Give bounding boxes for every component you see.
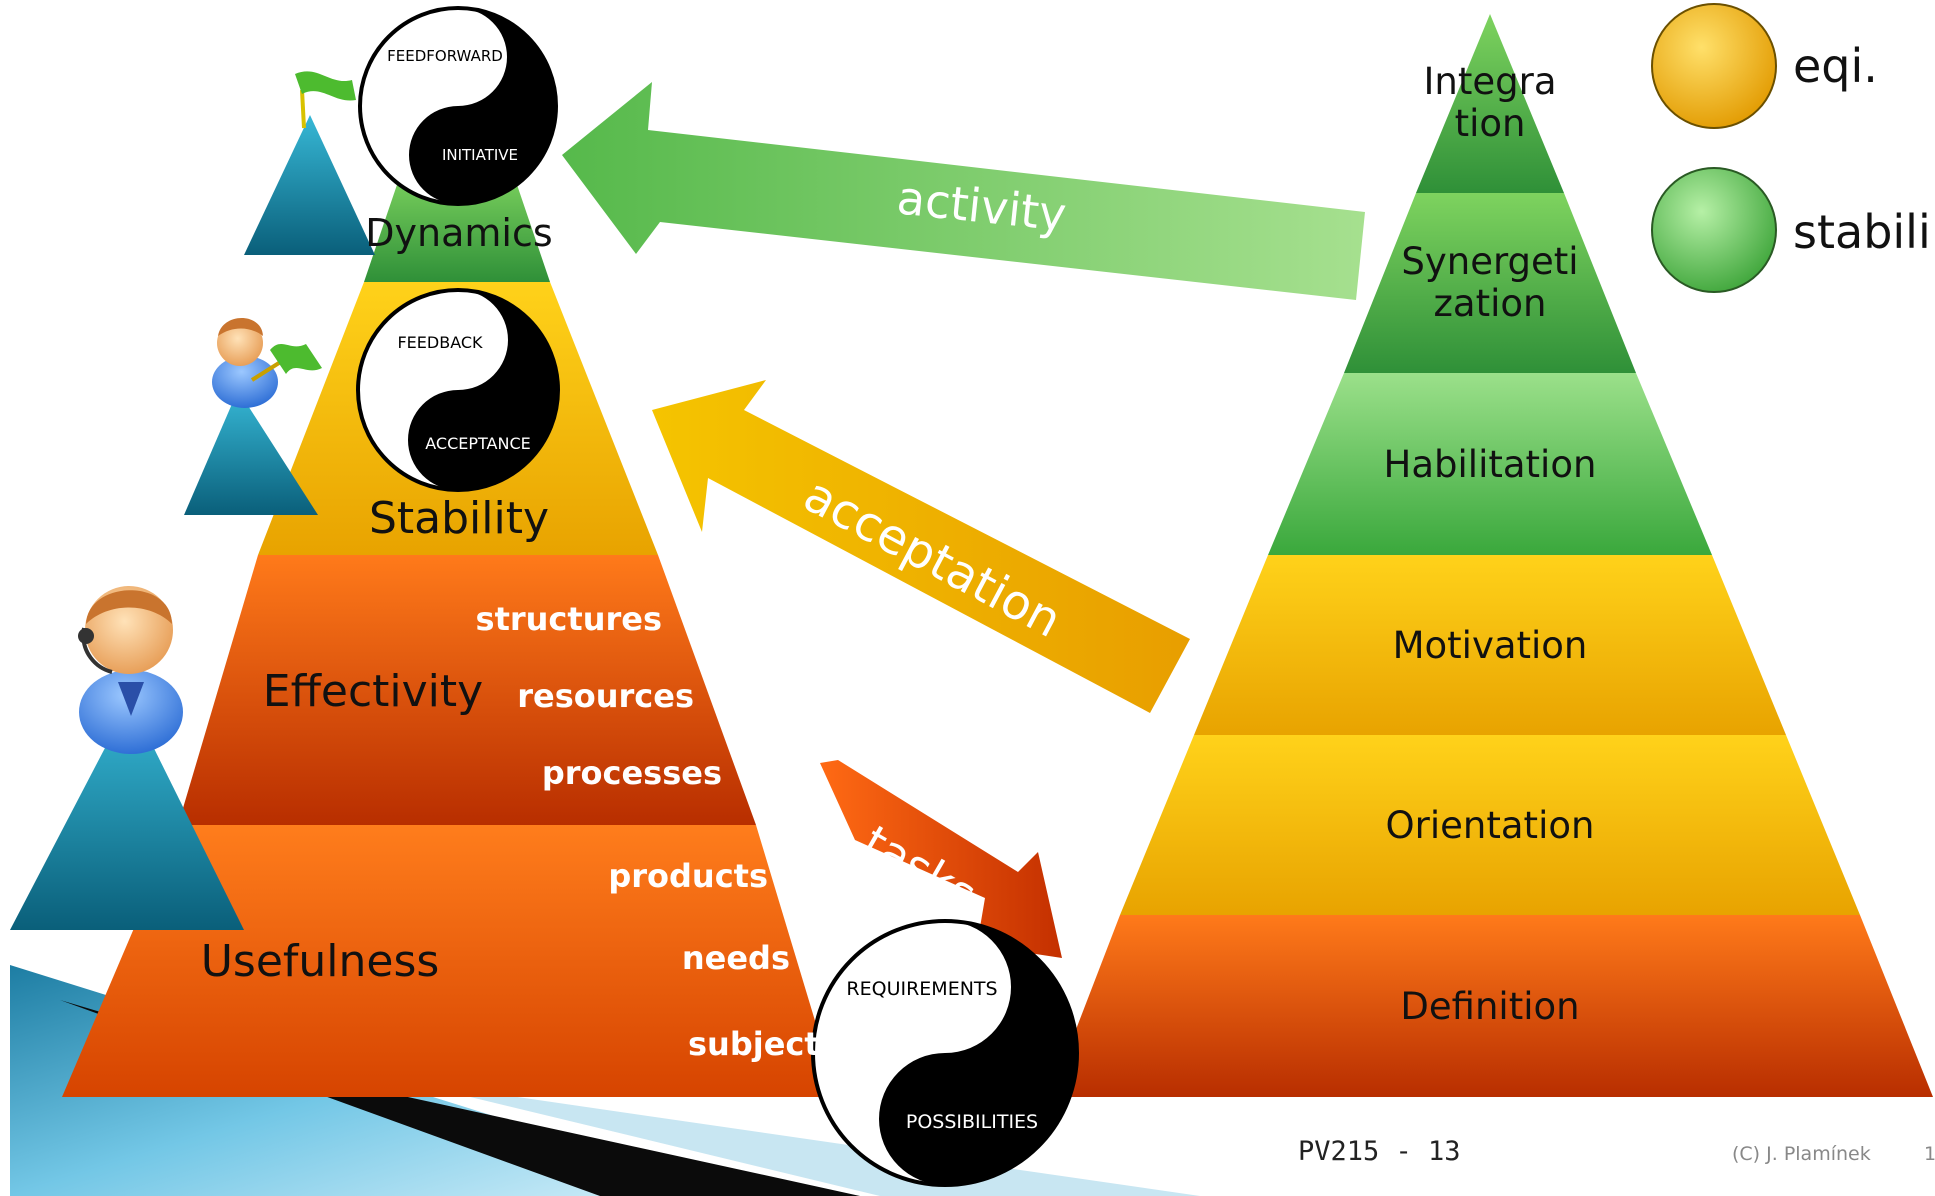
teal-peak-top — [244, 71, 375, 255]
teal-peak-middle — [184, 318, 322, 515]
legend-dot-stability — [1651, 167, 1777, 293]
left-tier-effectivity — [178, 555, 756, 825]
yinyang-requirements — [811, 919, 1079, 1187]
right-tier-motivation — [1194, 555, 1786, 735]
right-tier-definition — [1050, 915, 1933, 1097]
right-label-habilitation: Habilitation — [1384, 443, 1597, 486]
arrow-activity — [562, 82, 1365, 300]
item-subjects: subjects — [688, 1025, 839, 1063]
tier-label-usefulness: Usefulness — [201, 936, 440, 987]
right-label-motivation: Motivation — [1393, 624, 1588, 667]
right-tier-orientation — [1120, 735, 1860, 915]
right-label-orientation: Orientation — [1386, 804, 1595, 847]
tier-label-effectivity: Effectivity — [263, 666, 483, 717]
item-structures: structures — [476, 600, 662, 638]
arrow-tasks — [820, 760, 1062, 958]
legend-dot-eqi — [1651, 3, 1777, 129]
footer-slide-number: PV215 - 13 — [1298, 1136, 1461, 1167]
flag-icon-middle — [270, 344, 322, 374]
teal-peak-bottom — [10, 586, 244, 930]
legend-label-stability: stabili — [1793, 205, 1931, 259]
item-processes: processes — [542, 754, 722, 792]
person-body-small — [212, 356, 278, 408]
item-products: products — [608, 857, 768, 895]
item-needs: needs — [682, 939, 790, 977]
yinyang-label-feedback: FEEDBACK — [397, 333, 483, 352]
arrow-acceptation — [652, 380, 1190, 713]
footer-page: 1 — [1924, 1143, 1935, 1165]
tier-label-stability: Stability — [369, 493, 549, 544]
left-tier-dynamics — [364, 170, 550, 282]
person-head-small — [217, 320, 263, 366]
yinyang-label-possibilities: POSSIBILITIES — [906, 1111, 1038, 1133]
yinyang-feedback — [356, 288, 560, 492]
tier-label-dynamics: Dynamics — [365, 211, 552, 255]
yinyang-label-requirements: REQUIREMENTS — [846, 978, 997, 1000]
yinyang-label-acceptance: ACCEPTANCE — [425, 434, 531, 453]
yinyang-label-feedforward: FEEDFORWARD — [387, 47, 503, 65]
legend-label-eqi: eqi. — [1793, 39, 1878, 93]
flag-pole-top — [300, 89, 306, 129]
item-resources: resources — [517, 677, 694, 715]
right-tier-synergetization — [1344, 193, 1636, 373]
right-tier-habilitation — [1268, 373, 1712, 555]
right-pyramid — [1050, 14, 1933, 1097]
right-label-definition: Definition — [1400, 985, 1579, 1028]
right-tier-integration — [1416, 14, 1564, 193]
footer-copyright: (C) J. Plamínek — [1732, 1143, 1871, 1165]
yinyang-label-initiative: INITIATIVE — [442, 146, 518, 164]
yinyang-feedforward — [358, 6, 558, 206]
left-tier-usefulness — [62, 825, 838, 1097]
flag-icon — [295, 71, 356, 101]
